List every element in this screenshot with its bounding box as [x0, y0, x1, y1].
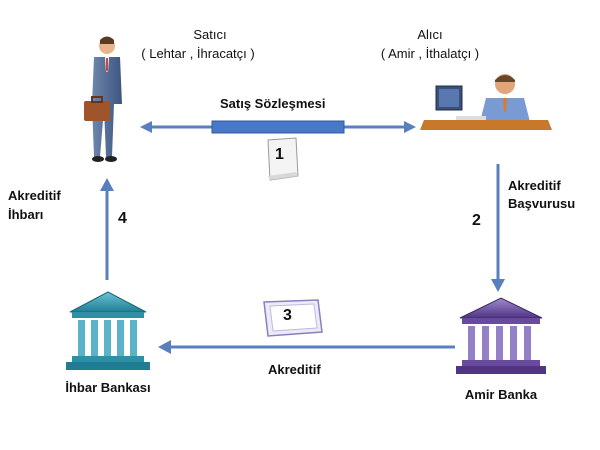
credit-label: Akreditif	[268, 362, 321, 377]
step-3-number: 3	[283, 307, 292, 324]
credit-document-icon	[263, 299, 323, 337]
step-2-number: 2	[472, 212, 481, 229]
buyer-person-icon	[420, 74, 552, 130]
contract-arrow	[140, 120, 416, 134]
notice-label-line1: Akreditif	[8, 188, 61, 203]
issuing-bank-label: Amir Banka	[464, 387, 538, 402]
issuing-bank-icon	[456, 297, 546, 374]
seller-title: Satıcı	[193, 27, 227, 42]
application-arrow	[491, 164, 505, 292]
application-label-line1: Akreditif	[508, 178, 561, 193]
notice-arrow	[100, 178, 114, 280]
notice-label-line2: İhbarı	[8, 207, 44, 222]
seller-person-icon	[84, 36, 122, 162]
notifying-bank-label: İhbar Bankası	[65, 380, 151, 395]
credit-arrow	[158, 340, 455, 354]
document-icon	[267, 137, 299, 181]
buyer-title: Alıcı	[417, 27, 443, 42]
seller-subtitle: ( Lehtar , İhracatçı )	[141, 46, 255, 61]
application-label-line2: Başvurusu	[508, 196, 576, 211]
notifying-bank-icon	[66, 291, 150, 370]
step-1-number: 1	[275, 146, 284, 163]
step-4-number: 4	[118, 210, 127, 227]
buyer-subtitle: ( Amir , İthalatçı )	[380, 46, 480, 61]
contract-label: Satış Sözleşmesi	[220, 96, 326, 111]
